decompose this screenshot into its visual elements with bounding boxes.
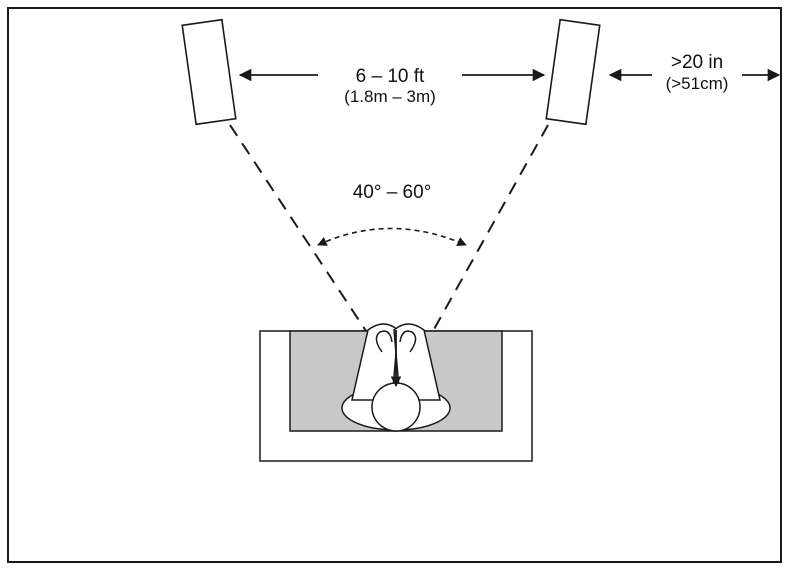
wall-distance-metric: (>51cm) [666, 74, 729, 93]
listener-right-hand [399, 330, 417, 353]
room-outline [7, 7, 782, 563]
left-speaker [181, 18, 237, 126]
listening-angle-arc [317, 227, 467, 246]
right-speaker [545, 18, 601, 126]
speaker-distance-imperial: 6 – 10 ft [356, 66, 425, 87]
speaker-distance-metric: (1.8m – 3m) [344, 87, 436, 106]
right-sight-line [427, 124, 549, 341]
listening-angle-label: 40° – 60° [353, 182, 432, 203]
listener-head [371, 382, 421, 432]
listener-right-arm [393, 323, 441, 401]
wall-distance-imperial: >20 in [671, 52, 723, 73]
left-sight-line [229, 124, 373, 341]
listener-left-hand [375, 330, 393, 353]
